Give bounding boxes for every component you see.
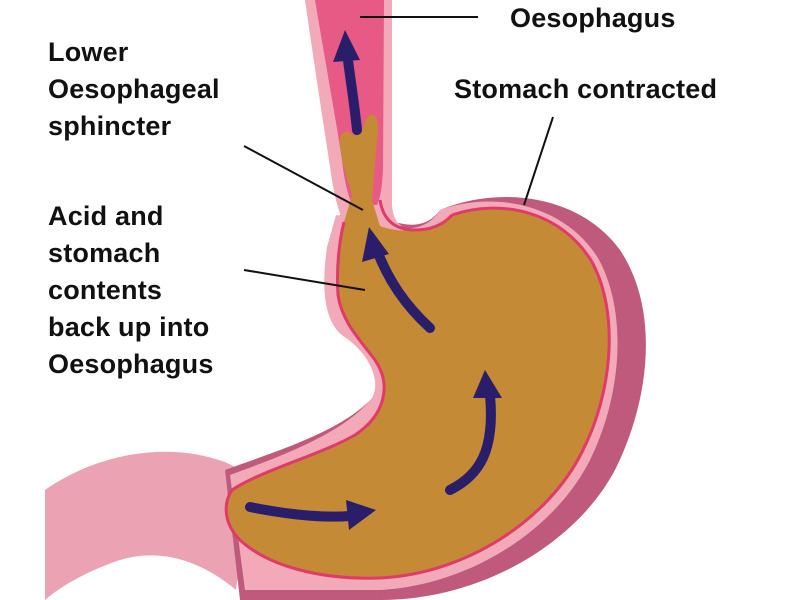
- leader-sphincter: [243, 145, 364, 211]
- leader-acid: [243, 269, 366, 291]
- reflux-arrows: [245, 30, 502, 530]
- arrow-lower-stomach-head: [346, 500, 376, 530]
- label-oesophagus: Oesophagus: [510, 3, 676, 33]
- stomach-contents: [226, 114, 610, 579]
- intestine: [45, 451, 252, 600]
- leader-stomach-contracted: [523, 116, 554, 206]
- arrow-right-stomach-head: [473, 370, 502, 398]
- leader-lines: [243, 16, 554, 291]
- arrow-upper-stomach-head: [362, 227, 389, 262]
- arrow-right-stomach: [445, 390, 496, 495]
- arrow-upper-stomach: [371, 243, 435, 333]
- arrow-oesophagus-head: [333, 30, 360, 62]
- stomach-membrane: [224, 206, 611, 580]
- arrow-lower-stomach: [245, 502, 355, 522]
- sphincter-membrane: [378, 199, 454, 232]
- label-acid-reflux: Acid and stomach contents back up into O…: [48, 201, 214, 379]
- label-stomach-contracted: Stomach contracted: [454, 74, 718, 104]
- label-lower-oesophageal-sphincter: Lower Oesophageal sphincter: [48, 37, 220, 141]
